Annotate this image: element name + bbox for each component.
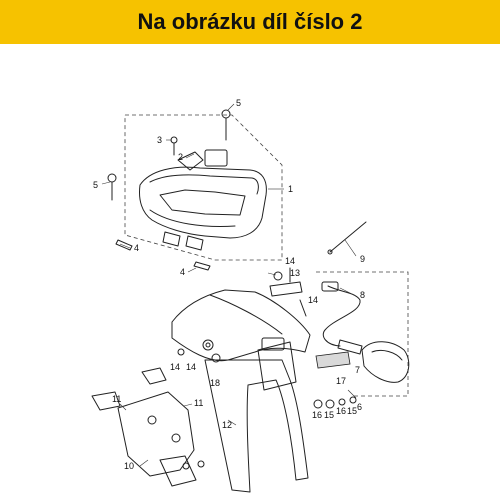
title-banner: Na obrázku díl číslo 2 [0,0,500,44]
callout-9: 9 [360,254,365,264]
bracket-lower-tab [159,455,197,487]
turn-signal-assembly [316,271,410,397]
callout-14-b: 14 [186,362,196,372]
rear-fender [171,289,311,493]
callout-3: 3 [157,135,162,145]
callout-14-a: 14 [170,362,180,372]
callout-11-right: 11 [194,398,203,408]
callout-16-b: 16 [336,406,346,416]
tail-light-housing [139,166,267,239]
callout-18: 18 [210,378,220,388]
reflector-lens [315,351,351,369]
turn-signal-lens [371,349,403,361]
clip-13 [269,271,303,297]
turn-signal-wire [322,285,361,347]
tail-light-lower-rim [149,209,236,227]
callout-6: 6 [357,402,362,412]
group-box-turn-signal [316,271,409,397]
callout-10: 10 [124,461,134,471]
callout-16-a: 16 [312,410,322,420]
callout-13: 13 [290,268,300,278]
tail-light-connector [204,149,228,167]
tail-light-socket-left [162,231,181,247]
callout-4-bottom: 4 [180,267,185,277]
turn-signal-connector [321,281,339,292]
callout-1: 1 [288,184,293,194]
tail-light-bracket [177,151,204,171]
leader-lines [101,103,357,467]
fender-inner-edge [209,294,283,335]
bracket-stay [141,367,167,385]
callout-15-a: 15 [324,410,334,420]
screw-5-left [107,173,117,201]
callout-5-top: 5 [236,98,241,108]
callout-labels: 1 2 3 4 4 5 5 6 7 8 9 10 11 11 12 13 14 … [93,98,365,471]
tail-light-lens-top [149,174,259,195]
license-bracket [91,367,205,487]
fender-lower-body [204,359,309,493]
callout-14-d: 14 [308,295,318,305]
tail-light-lens-inner [159,189,246,216]
fender-license-lamp [261,337,285,351]
fender-plate-frame [257,341,297,391]
screw-4-bottom [193,261,211,271]
screw-4-left [115,239,133,251]
tail-light-socket-right [185,235,204,251]
callout-17: 17 [336,376,346,386]
callout-15-b: 15 [347,406,357,416]
callout-14-c: 14 [285,256,295,266]
screw-5-top [221,109,231,141]
callout-2: 2 [178,152,183,162]
tail-light-assembly [124,114,283,261]
bracket-left-arm [91,391,121,411]
fender-upper-body [171,289,311,362]
group-box-tail-light [124,114,283,261]
screws-14-mid [289,267,307,317]
callout-5-left: 5 [93,180,98,190]
callout-7: 7 [355,365,360,375]
exploded-parts-diagram: 1 2 3 4 4 5 5 6 7 8 9 10 11 11 12 13 14 … [91,98,410,493]
rod-9 [327,221,367,255]
callout-12: 12 [222,420,232,430]
turn-signal-body [361,341,410,383]
banner-title: Na obrázku díl číslo 2 [137,9,363,34]
nuts-15-16 [313,396,357,409]
reflector [315,351,351,369]
bolts-14-18 [177,339,221,363]
turn-signal-stem [337,339,363,355]
callout-11-left: 11 [112,394,121,404]
callout-8: 8 [360,290,365,300]
callout-4-left: 4 [134,243,139,253]
